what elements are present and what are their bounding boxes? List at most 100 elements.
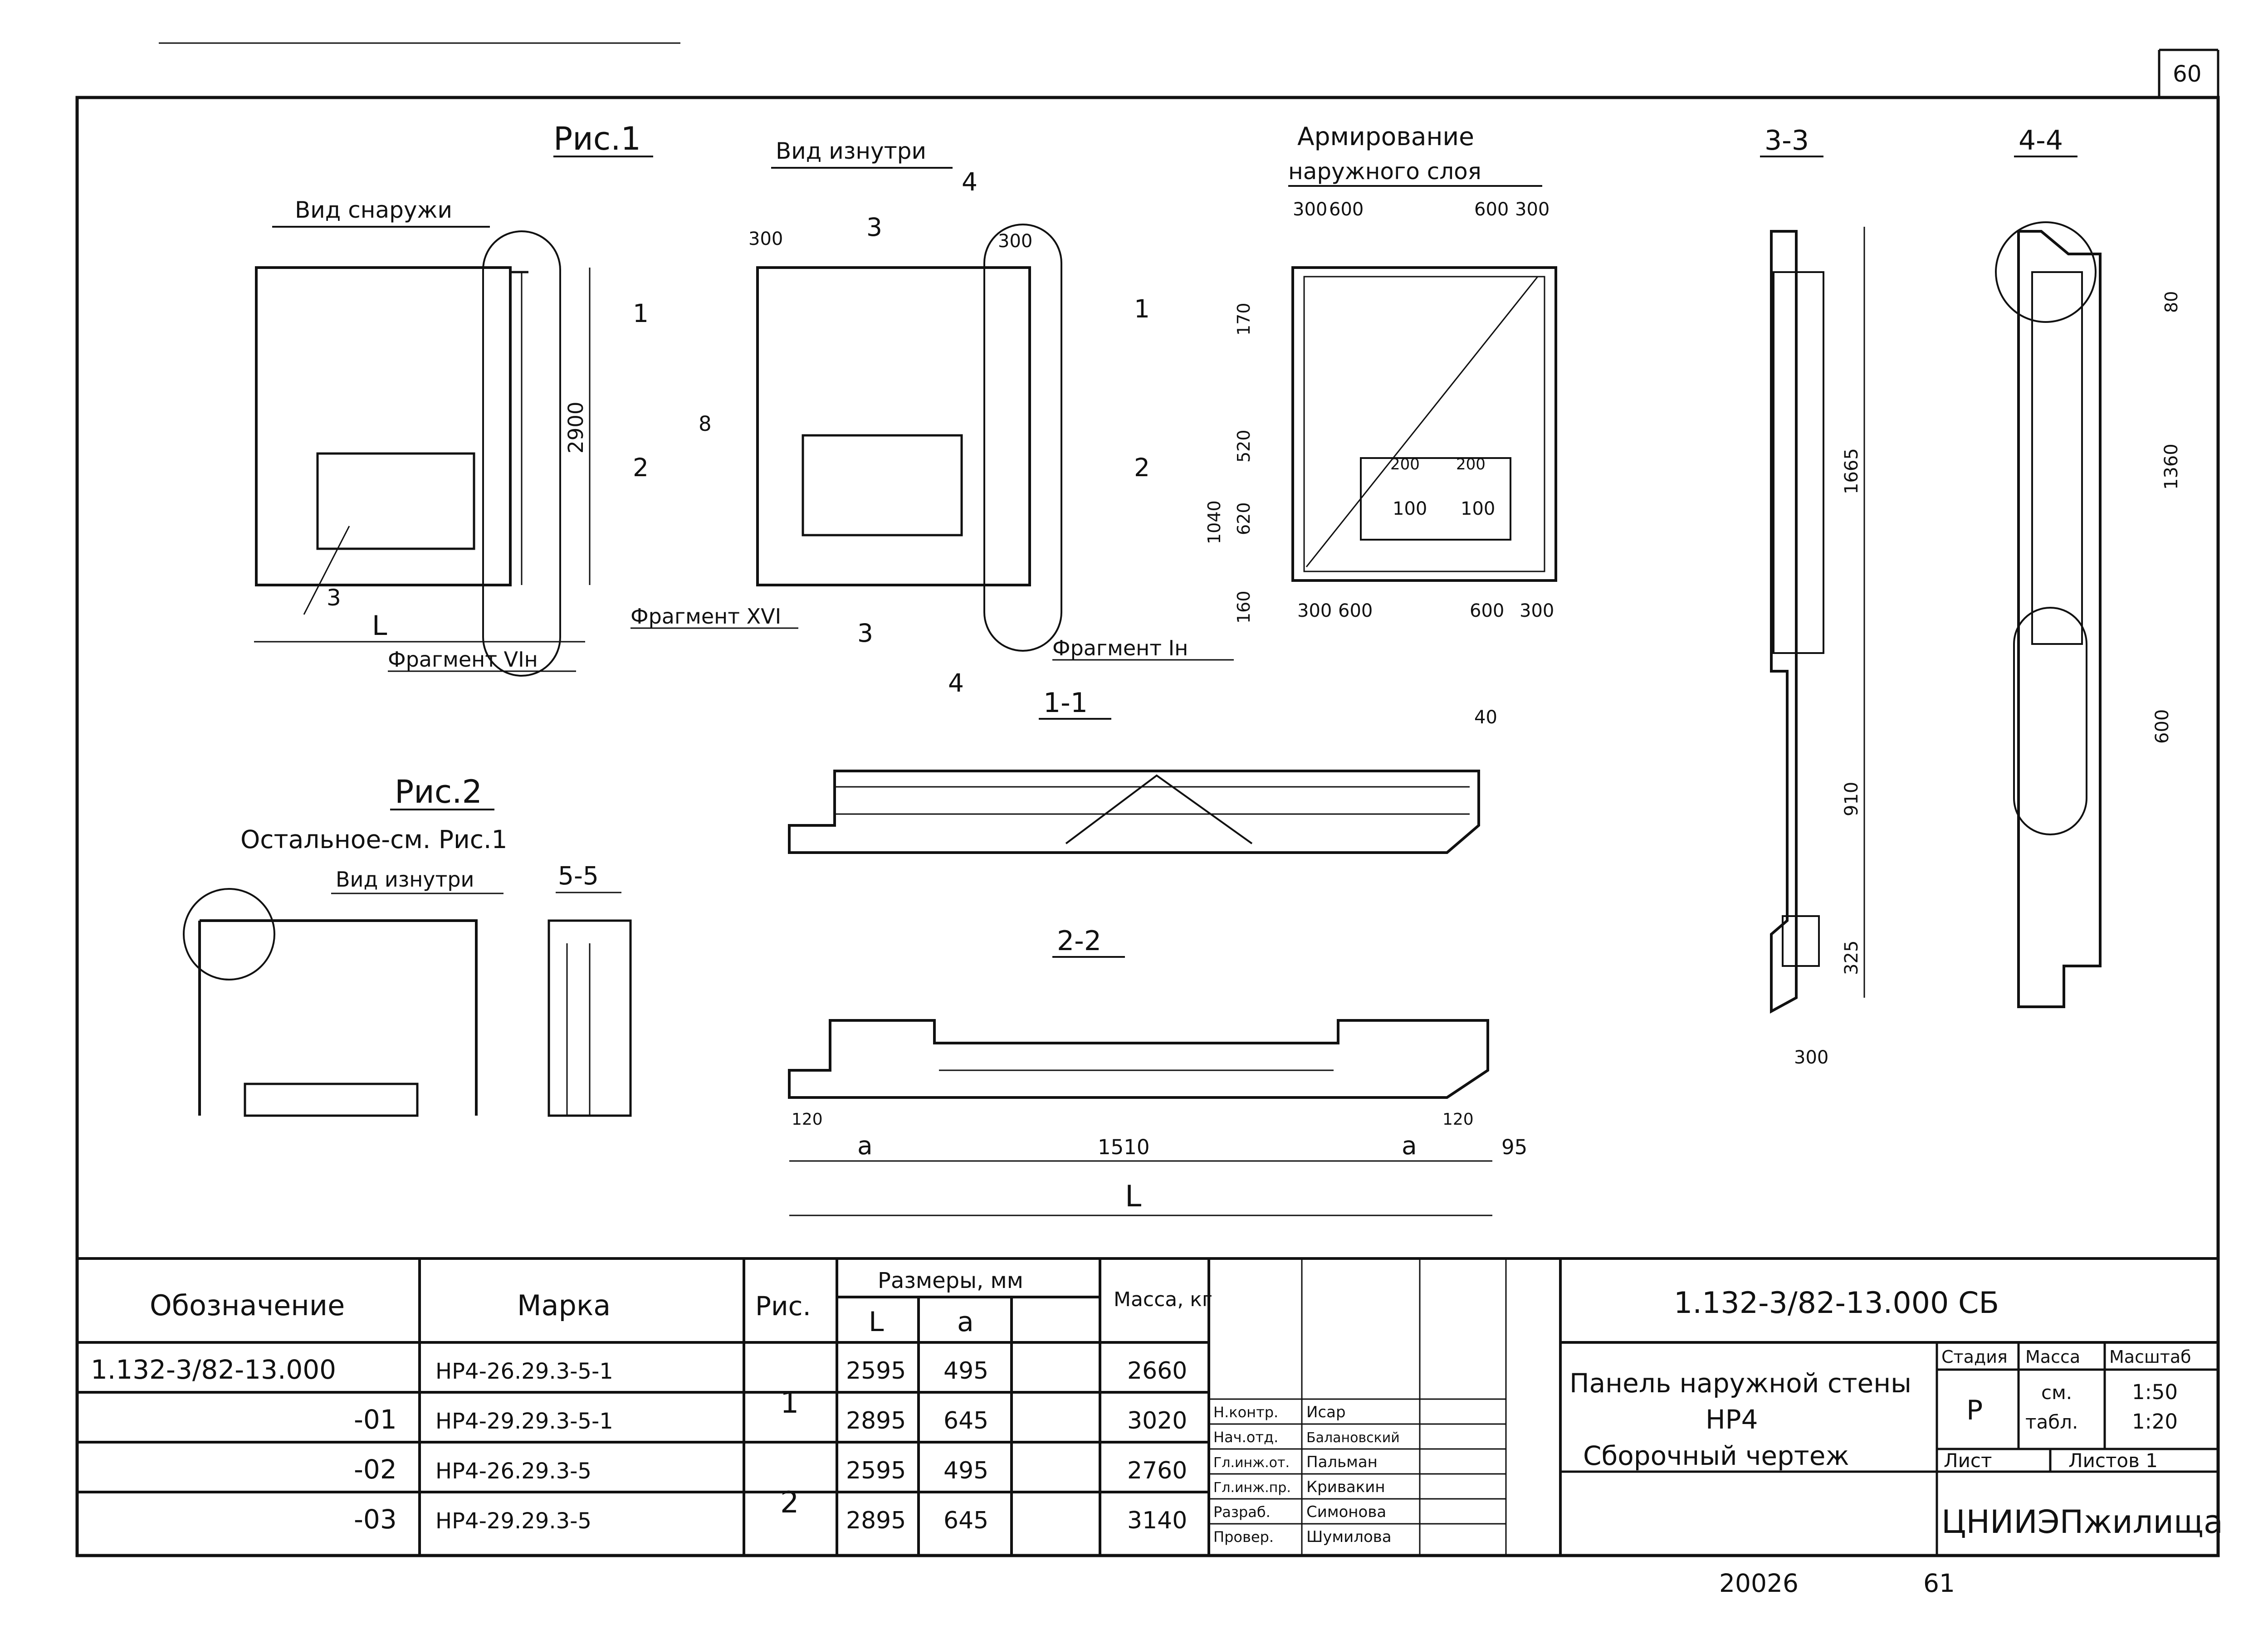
signatures: Н.контр. Исар Нач.отд. Балановский Гл.ин…	[1213, 1403, 1400, 1546]
bottom-page-number: 61	[1923, 1569, 1955, 1598]
row-designation: -02	[354, 1454, 397, 1485]
dim-600-sec4: 600	[2152, 709, 2173, 744]
spec-row-2: -02 НР4-26.29.3-5 2595 495 2760	[354, 1454, 1187, 1485]
spec-table-grid	[77, 1257, 2218, 1556]
row-mark: НР4-26.29.3-5	[435, 1458, 591, 1484]
sign-role: Нач.отд.	[1213, 1429, 1278, 1446]
row-L: 2895	[846, 1507, 906, 1534]
dim-600-reinf-tr: 600	[1474, 199, 1509, 220]
spec-row-0: 1.132-3/82-13.000 НР4-26.29.3-5-1 2595 4…	[91, 1354, 1187, 1385]
dim-160: 160	[1234, 590, 1254, 624]
dim-L-outside: L	[372, 610, 387, 642]
stamp-number: 20026	[1719, 1569, 1799, 1598]
reinforcement-view: Армирование наружного слоя 300 600 600 3…	[1204, 122, 1557, 624]
row-a: 645	[943, 1507, 988, 1534]
row-designation: 1.132-3/82-13.000	[91, 1354, 336, 1385]
dim-200-left: 200	[1390, 455, 1420, 473]
dim-95: 95	[1501, 1135, 1527, 1159]
dim-325: 325	[1841, 941, 1862, 975]
title-line-3: Сборочный чертеж	[1583, 1440, 1849, 1471]
fig2-inside-view: Вид изнутри	[336, 867, 474, 892]
outside-view-label: Вид снаружи	[295, 197, 452, 223]
row-mark: НР4-26.29.3-5-1	[435, 1359, 613, 1384]
scale-label: Масштаб	[2109, 1347, 2191, 1367]
section-4-4: 4-4 80 1360 600	[1995, 125, 2182, 1008]
mass-label: Масса	[2025, 1347, 2080, 1367]
dim-300-inside-left: 300	[748, 229, 783, 249]
section-4-4-title: 4-4	[2019, 125, 2063, 156]
dim-520: 520	[1234, 429, 1254, 463]
col-designation: Обозначение	[150, 1289, 345, 1322]
section-3-3-title: 3-3	[1765, 125, 1809, 156]
section-2-2-title: 2-2	[1057, 925, 1101, 957]
dim-2900: 2900	[564, 401, 588, 454]
dim-120-right: 120	[1442, 1110, 1474, 1129]
fig-group-2: 2	[780, 1486, 799, 1520]
sign-name: Кривакин	[1306, 1478, 1385, 1496]
dim-80: 80	[2161, 291, 2181, 313]
cut-2-right: 2	[1134, 453, 1150, 482]
dim-1040: 1040	[1204, 500, 1224, 544]
dim-300-reinf-tl: 300	[1293, 199, 1327, 220]
dim-300-reinf-br: 300	[1520, 600, 1554, 621]
dim-300-reinf-bl: 300	[1297, 600, 1332, 621]
col-L: L	[869, 1306, 884, 1338]
dim-120-left: 120	[792, 1110, 823, 1129]
cut-2-left: 2	[633, 453, 649, 482]
dim-100-right: 100	[1461, 498, 1495, 519]
sign-role: Гл.инж.пр.	[1213, 1480, 1291, 1496]
spec-row-3: -03 НР4-29.29.3-5 2895 645 3140	[354, 1504, 1187, 1535]
col-mark: Марка	[517, 1289, 611, 1322]
sheet-frame	[75, 42, 2220, 1557]
row-a: 495	[943, 1357, 988, 1385]
sheet-label: Лист	[1944, 1449, 1992, 1472]
dim-a-left: a	[857, 1131, 873, 1160]
col-mass: Масса, кг	[1114, 1288, 1212, 1311]
col-fig: Рис.	[755, 1291, 811, 1322]
fragment-16-label: Фрагмент XVI	[631, 604, 781, 629]
row-designation: -01	[354, 1404, 397, 1435]
signature-grid	[1209, 1258, 1507, 1556]
sign-name: Пальман	[1306, 1453, 1378, 1471]
sign-role: Провер.	[1213, 1528, 1274, 1546]
fig2-view: Рис.2 Остальное-см. Рис.1 Вид изнутри 5-…	[183, 773, 632, 1117]
dim-300-inside-right: 300	[998, 231, 1032, 252]
dim-620: 620	[1234, 502, 1254, 535]
callout-8: 8	[699, 412, 712, 436]
fig1-outside-view: Рис.1 Вид снаружи 2900 L 3 Фрагмент VIн	[254, 120, 653, 677]
dim-600-reinf-bl: 600	[1338, 600, 1373, 621]
mass-value-1: см.	[2041, 1381, 2072, 1404]
section-5-5-title: 5-5	[558, 861, 599, 890]
cut-3-top: 3	[866, 213, 882, 242]
corner-number: 60	[2173, 61, 2202, 87]
sign-name: Симонова	[1306, 1503, 1386, 1521]
title-block: 1.132-3/82-13.000 СБ Панель наружной сте…	[1569, 1286, 2223, 1541]
stage-label: Стадия	[1941, 1347, 2008, 1367]
cut-4-bottom: 4	[948, 668, 964, 697]
dim-200-right: 200	[1456, 455, 1486, 473]
fragment-7n-label: Фрагмент VIн	[388, 647, 538, 672]
cut-1-right: 1	[1134, 294, 1150, 323]
row-mass: 2660	[1127, 1357, 1187, 1385]
doc-code: 1.132-3/82-13.000 СБ	[1674, 1286, 1999, 1320]
sign-role: Н.контр.	[1213, 1404, 1278, 1421]
row-L: 2895	[846, 1407, 906, 1434]
fig1-inside-view: Вид изнутри 300 300 8 Фрагмент XVI Фрагм…	[631, 138, 1234, 697]
row-designation: -03	[354, 1504, 397, 1535]
stage-value: Р	[1966, 1395, 1983, 1426]
dim-40: 40	[1474, 707, 1497, 728]
callout-3: 3	[327, 585, 341, 611]
title-block-grid	[1560, 1342, 2218, 1556]
row-mass: 2760	[1127, 1457, 1187, 1484]
dim-600-reinf-tl: 600	[1329, 199, 1364, 220]
section-1-1-title: 1-1	[1043, 687, 1088, 719]
fragment-1n-label: Фрагмент Iн	[1052, 636, 1188, 660]
dim-1665: 1665	[1841, 448, 1862, 494]
cut-1-left: 1	[633, 299, 649, 328]
reinforcement-title-1: Армирование	[1297, 122, 1474, 151]
row-a: 495	[943, 1457, 988, 1484]
dim-100-left: 100	[1393, 498, 1427, 519]
sign-role: Гл.инж.от.	[1213, 1455, 1290, 1471]
row-L: 2595	[846, 1357, 906, 1385]
dim-a-right: a	[1402, 1131, 1417, 1160]
